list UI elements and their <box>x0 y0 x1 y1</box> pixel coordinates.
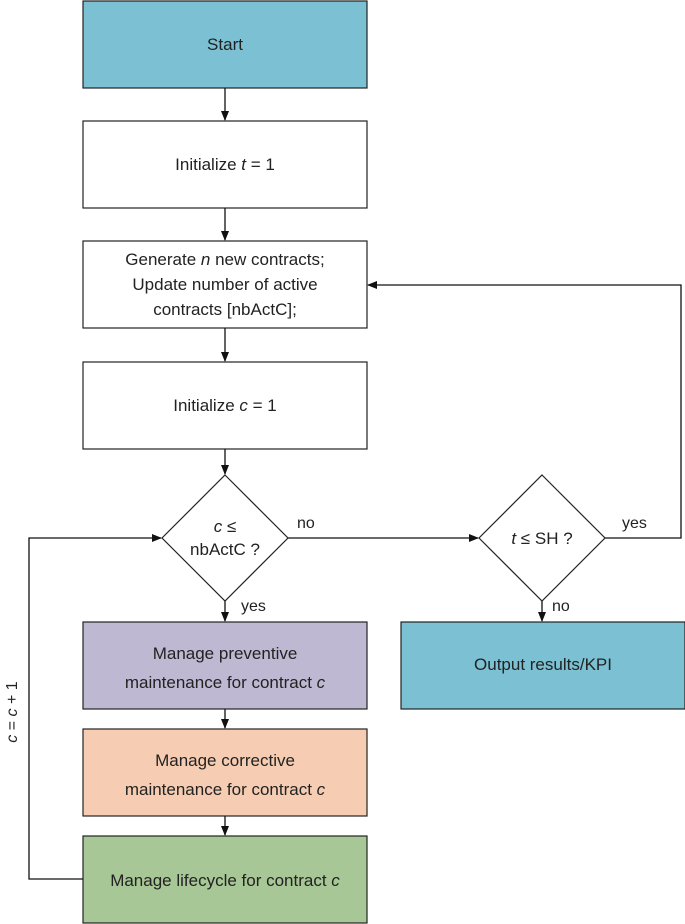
edge-decision-t-yes <box>367 281 682 539</box>
decision-c-line2: nbActC ? <box>190 540 260 559</box>
corrective-line1: Manage corrective <box>155 751 295 770</box>
lifecycle-box <box>82 835 368 924</box>
generate-box <box>82 240 368 329</box>
label-yes-t: yes <box>622 515 647 532</box>
output-label: Output results/KPI <box>474 655 612 674</box>
label-yes-c: yes <box>241 598 266 615</box>
decision-c-line1: c ≤ <box>214 517 237 536</box>
start-label: Start <box>207 35 243 54</box>
decision-c-node: c ≤ nbActC ? <box>161 474 289 602</box>
init-c-box <box>82 361 368 450</box>
decision-c-diamond <box>161 474 289 602</box>
init-c-node: Initialize c = 1 <box>82 361 368 450</box>
label-no-c: no <box>297 515 315 532</box>
output-box <box>400 621 685 710</box>
generate-line3: contracts [nbActC]; <box>153 300 297 319</box>
decision-t-label: t ≤ SH ? <box>511 529 572 548</box>
corrective-line2: maintenance for contract c <box>125 780 326 799</box>
generate-line2: Update number of active <box>132 275 317 294</box>
label-loop-increment: c = c + 1 <box>4 681 21 742</box>
generate-node: Generate n new contracts; Update number … <box>82 240 368 329</box>
start-node: Start <box>82 0 368 89</box>
preventive-box <box>82 621 368 710</box>
init-c-label: Initialize c = 1 <box>173 396 276 415</box>
generate-line1: Generate n new contracts; <box>125 250 324 269</box>
preventive-node: Manage preventive maintenance for contra… <box>82 621 368 710</box>
label-no-t: no <box>552 598 570 615</box>
init-t-label: Initialize t = 1 <box>175 155 275 174</box>
lifecycle-label: Manage lifecycle for contract c <box>110 871 340 890</box>
decision-t-node: t ≤ SH ? <box>478 474 606 602</box>
lifecycle-node: Manage lifecycle for contract c <box>82 835 368 924</box>
init-t-box <box>82 120 368 209</box>
edge-loop-increment-c <box>28 534 162 880</box>
corrective-node: Manage corrective maintenance for contra… <box>82 728 368 817</box>
start-box <box>82 0 368 89</box>
preventive-line1: Manage preventive <box>153 644 298 663</box>
init-t-node: Initialize t = 1 <box>82 120 368 209</box>
preventive-line2: maintenance for contract c <box>125 673 326 692</box>
output-node: Output results/KPI <box>400 621 685 710</box>
corrective-box <box>82 728 368 817</box>
